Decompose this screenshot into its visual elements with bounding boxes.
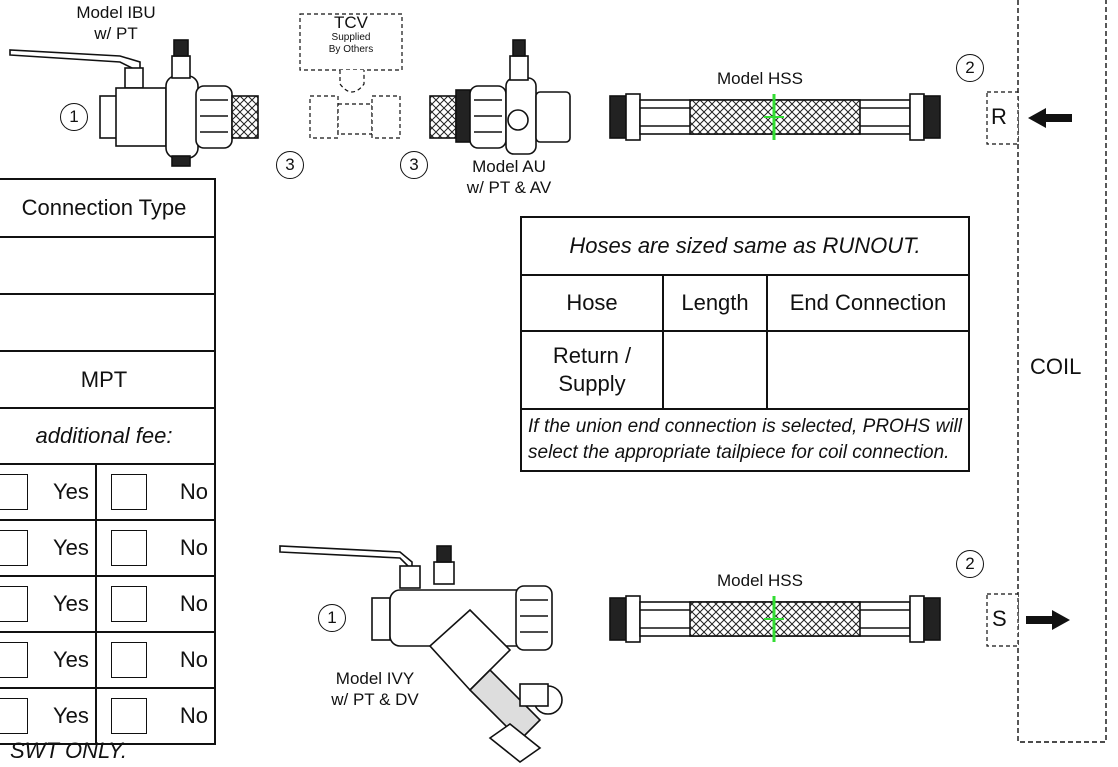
option-row-5-yes: Yes [0, 687, 97, 745]
yes-checkbox[interactable] [0, 698, 28, 734]
connection-row-1 [0, 236, 216, 295]
coil-label: COIL [1030, 354, 1082, 379]
yes-label: Yes [53, 703, 89, 728]
connection-row-mpt: MPT [0, 350, 216, 409]
option-row-4-no: No [94, 631, 217, 689]
callout-ivy: 1 [318, 604, 346, 632]
yes-label: Yes [53, 591, 89, 616]
yes-checkbox[interactable] [0, 530, 28, 566]
no-label: No [179, 479, 208, 504]
ibu-label: Model IBU w/ PT [56, 2, 176, 44]
no-checkbox[interactable] [110, 474, 147, 510]
hose-table: Hoses are sized same as RUNOUT. Hose Len… [520, 216, 970, 472]
au-valve-drawing [429, 39, 571, 155]
no-label: No [179, 647, 208, 672]
hss-hose-bottom [609, 595, 941, 643]
ivy-valve-drawing [279, 545, 563, 763]
end-connection-header: End Connection [766, 274, 970, 332]
length-cell[interactable] [662, 330, 768, 410]
tcv-text: TCV [334, 13, 368, 32]
option-row-1-yes: Yes [0, 463, 97, 521]
ibu-valve-drawing [9, 39, 259, 167]
hss-hose-top [609, 93, 941, 141]
callout-tcv-left: 3 [276, 151, 304, 179]
option-row-1-no: No [94, 463, 217, 521]
au-label: Model AU w/ PT & AV [444, 156, 574, 198]
no-checkbox[interactable] [110, 642, 147, 678]
option-row-4-yes: Yes [0, 631, 97, 689]
ivy-sub-text: w/ PT & DV [331, 690, 419, 709]
option-row-5-no: No [94, 687, 217, 745]
connection-type-header: Connection Type [0, 178, 216, 238]
end-connection-cell[interactable] [766, 330, 970, 410]
no-checkbox[interactable] [110, 586, 147, 622]
tcv-by-others-text: By Others [328, 44, 374, 55]
yes-label: Yes [53, 647, 89, 672]
arrow-right-icon [1026, 610, 1070, 630]
additional-fee-note: additional fee: [0, 407, 216, 465]
callout-tcv-right: 3 [400, 151, 428, 179]
hss-bottom-label: Model HSS [717, 571, 803, 590]
callout-hss-top: 2 [956, 54, 984, 82]
length-header: Length [662, 274, 768, 332]
no-label: No [179, 535, 208, 560]
option-row-3-no: No [94, 575, 217, 633]
supply-port-label: S [992, 606, 1007, 631]
no-checkbox[interactable] [110, 530, 147, 566]
return-supply-cell: Return / Supply [520, 330, 664, 410]
return-port [986, 91, 1019, 145]
footnote: SWT ONLY. [10, 738, 127, 763]
ivy-label: Model IVY w/ PT & DV [320, 668, 430, 710]
tcv-supplied-text: Supplied [331, 32, 371, 43]
no-label: No [179, 703, 208, 728]
no-checkbox[interactable] [110, 698, 147, 734]
hose-table-title: Hoses are sized same as RUNOUT. [520, 216, 970, 276]
au-model-text: Model AU [472, 157, 546, 176]
yes-checkbox[interactable] [0, 642, 28, 678]
au-sub-text: w/ PT & AV [466, 178, 552, 197]
return-port-label: R [991, 104, 1007, 129]
option-row-2-yes: Yes [0, 519, 97, 577]
yes-label: Yes [53, 479, 89, 504]
yes-label: Yes [53, 535, 89, 560]
union-note: If the union end connection is selected,… [520, 408, 970, 472]
coil-box [1017, 0, 1107, 743]
connection-type-table: Connection Type MPT additional fee: Yes … [0, 178, 217, 745]
yes-checkbox[interactable] [0, 586, 28, 622]
hss-top-label: Model HSS [717, 69, 803, 88]
no-label: No [179, 591, 208, 616]
ibu-model-text: Model IBU [76, 3, 156, 22]
connection-row-2 [0, 293, 216, 352]
tcv-drawing [299, 13, 403, 139]
callout-hss-bottom: 2 [956, 550, 984, 578]
option-row-2-no: No [94, 519, 217, 577]
hose-header: Hose [520, 274, 664, 332]
yes-checkbox[interactable] [0, 474, 28, 510]
tcv-label: TCV Supplied By Others [300, 14, 402, 56]
callout-ibu: 1 [60, 103, 88, 131]
arrow-left-icon [1028, 108, 1072, 128]
ivy-model-text: Model IVY [335, 669, 415, 688]
option-row-3-yes: Yes [0, 575, 97, 633]
supply-port [986, 593, 1019, 647]
ibu-sub-text: w/ PT [94, 24, 138, 43]
